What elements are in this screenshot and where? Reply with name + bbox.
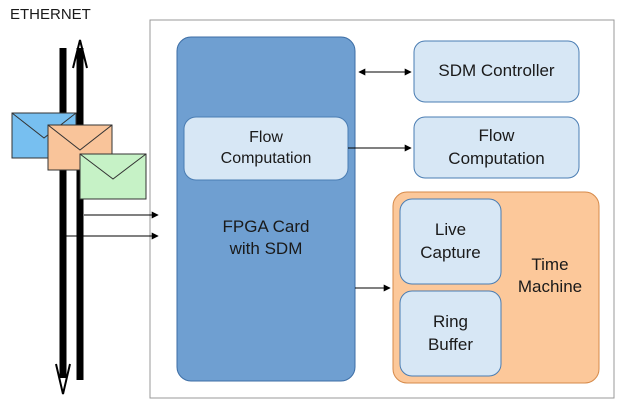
ethernet-arrow-up <box>72 39 88 69</box>
sdm-controller-box <box>413 40 580 103</box>
fpga-flow-label: Flow Computation <box>220 128 312 167</box>
envelope-icon-green <box>79 153 147 200</box>
live-capture-box <box>399 198 502 285</box>
ethernet-label: ETHERNET <box>10 6 91 24</box>
ethernet-arrow-down <box>55 363 71 395</box>
ring-buffer-label: Ring Buffer <box>427 312 474 354</box>
time-machine-label: Time Machine <box>517 254 583 296</box>
fpga-card <box>176 36 356 382</box>
live-capture-label: Live Capture <box>420 220 481 262</box>
fpga-card-label: FPGA Card with SDM <box>222 216 310 258</box>
sdm-controller-label: SDM Controller <box>438 61 555 81</box>
flow-computation-label: Flow Computation <box>448 126 545 168</box>
flow-computation-box <box>413 116 580 179</box>
ring-buffer-box <box>399 290 502 377</box>
